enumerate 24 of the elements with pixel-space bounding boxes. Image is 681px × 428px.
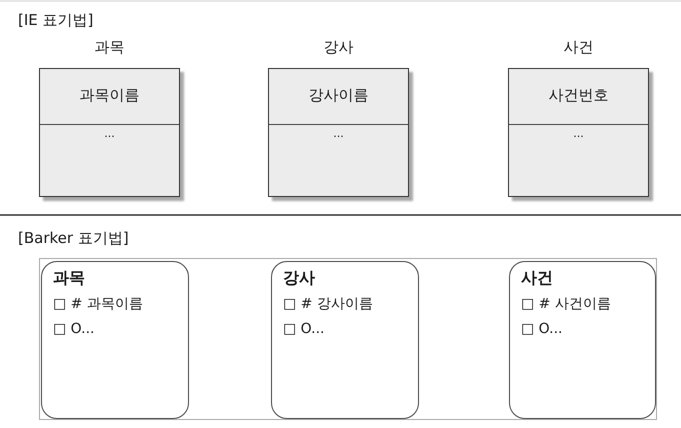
attribute-text: □ # 사건이름 [521,296,611,313]
attribute-text: □ O... [53,321,94,338]
entity-box [271,261,419,419]
entity-name: 강사 [283,268,315,288]
attribute-text: □ O... [283,321,324,338]
attribute-text: ... [104,127,115,140]
section-title: [IE 표기법] [18,11,94,29]
entity-box [41,261,189,419]
entity-name: 과목 [53,268,85,288]
attribute-text: 사건번호 [548,86,608,104]
attribute-text: ... [333,127,344,140]
attribute-text: 강사이름 [308,86,368,104]
entity-name: 사건 [564,38,594,56]
entity-box [509,261,656,419]
entity-name: 사건 [521,268,553,288]
attribute-text: □ # 강사이름 [283,296,373,313]
entity-name: 과목 [94,38,124,56]
attribute-text: 과목이름 [80,86,140,104]
attribute-text: □ O... [521,321,562,338]
attribute-text: □ # 과목이름 [53,296,143,313]
attribute-text: ... [573,127,584,140]
frame [39,258,657,420]
section-title: [Barker 표기법] [18,229,129,247]
entity-name: 강사 [324,38,354,56]
